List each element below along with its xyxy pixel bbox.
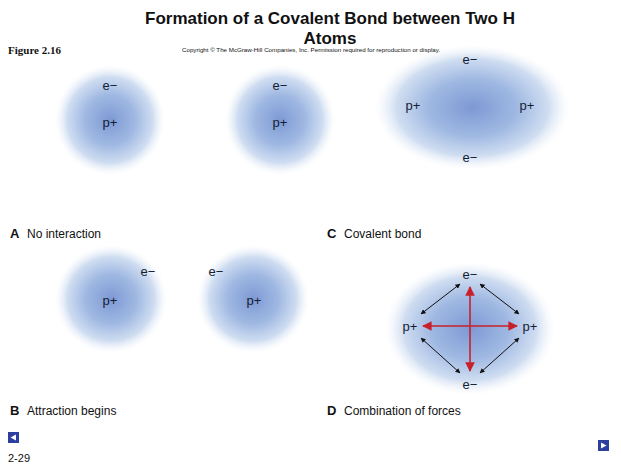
diagram-title: Formation of a Covalent Bond between Two… <box>130 9 530 49</box>
panel-caption: Attraction begins <box>27 405 116 419</box>
electron-label: e− <box>103 79 118 92</box>
proton-label: p+ <box>523 320 538 333</box>
proton-label: p+ <box>406 99 421 112</box>
proton-label: p+ <box>103 294 118 307</box>
panel-caption: Combination of forces <box>344 405 461 419</box>
electron-label: e− <box>209 265 224 278</box>
repulsion-arrow <box>469 287 471 371</box>
nav-back-button <box>8 432 19 443</box>
panel-letter: D <box>327 404 336 419</box>
nav-forward-button <box>598 440 609 451</box>
proton-label: p+ <box>520 99 535 112</box>
attraction-arrow <box>480 338 519 373</box>
panel-letter: B <box>10 404 19 419</box>
panel-caption: No interaction <box>27 228 101 242</box>
electron-label: e− <box>463 151 478 164</box>
proton-label: p+ <box>273 116 288 129</box>
copyright-note: Copyright © The McGraw-Hill Companies, I… <box>182 46 440 53</box>
proton-label: p+ <box>247 294 262 307</box>
page-number: 2-29 <box>8 452 30 465</box>
panel-letter: C <box>327 227 336 242</box>
electron-label: e− <box>141 265 156 278</box>
proton-label: p+ <box>403 320 418 333</box>
repulsion-arrow <box>423 325 517 327</box>
electron-label: e− <box>463 378 478 391</box>
attraction-arrow <box>421 338 460 373</box>
atom-cloud: e− p+ <box>225 65 335 175</box>
molecule-cloud: e− p+ p+ e− <box>375 45 570 170</box>
atom-cloud: e− p+ <box>55 245 167 353</box>
proton-label: p+ <box>103 116 118 129</box>
figure-number: Figure 2.16 <box>8 44 61 57</box>
panel-letter: A <box>10 227 19 242</box>
atom-cloud: e− p+ <box>55 65 165 175</box>
electron-label: e− <box>463 53 478 66</box>
electron-label: e− <box>273 79 288 92</box>
panel-caption: Covalent bond <box>344 228 421 242</box>
atom-cloud: e− p+ <box>197 245 309 353</box>
attraction-arrow <box>421 284 460 314</box>
attraction-arrow <box>480 284 519 314</box>
electron-label: e− <box>463 268 478 281</box>
